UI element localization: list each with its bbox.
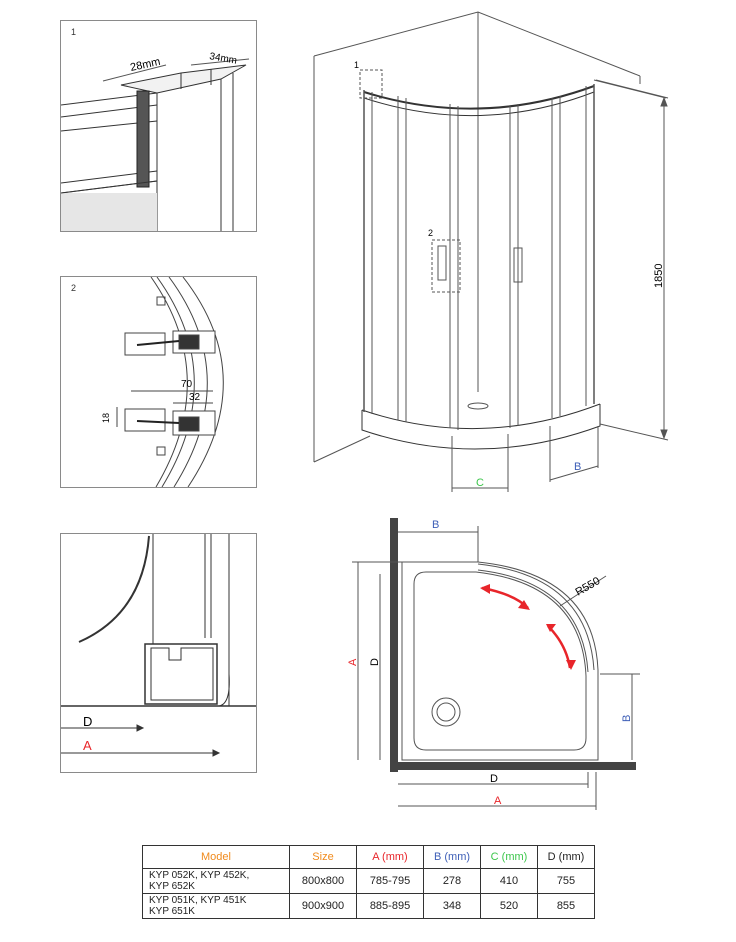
table-row: KYP 052K, KYP 452K,KYP 652K 800x800 785-…: [142, 868, 595, 894]
detail-3-label-a: A: [83, 738, 92, 753]
cell-b: 348: [423, 893, 481, 919]
plan-b-top-label: B: [432, 519, 439, 531]
cell-b: 278: [423, 868, 481, 894]
detail-3-panel: D A: [60, 533, 257, 773]
cell-size: 900x900: [289, 893, 357, 919]
header-a: A (mm): [356, 845, 424, 869]
header-model: Model: [142, 845, 290, 869]
cell-c: 410: [480, 868, 538, 894]
model-line-2: KYP 651K: [149, 906, 195, 917]
cell-size: 800x800: [289, 868, 357, 894]
cell-d: 855: [537, 893, 595, 919]
header-b: B (mm): [423, 845, 481, 869]
plan-radius-label: R550: [574, 575, 603, 599]
model-line-1: KYP 051K, KYP 451K: [149, 895, 247, 906]
detail-2-dim-32: 32: [189, 392, 201, 403]
plan-view-drawing: B R550 A D B D A: [347, 518, 640, 810]
detail-1-dim-width: 28mm: [129, 56, 161, 74]
detail-1-drawing: 28mm 34mm: [61, 51, 250, 231]
height-dimension-label: 1850: [653, 264, 665, 288]
detail-1-dim-depth: 34mm: [208, 51, 237, 67]
plan-a-left-label: A: [347, 658, 359, 666]
callout-2-label: 2: [428, 228, 433, 238]
dimensions-table: Model Size A (mm) B (mm) C (mm) D (mm) K…: [142, 845, 595, 919]
cell-c: 520: [480, 893, 538, 919]
header-c: C (mm): [480, 845, 538, 869]
enclosure-isometric-drawing: 1 2 1850 C B: [313, 11, 669, 492]
plan-d-left-label: D: [369, 658, 381, 666]
detail-2-dim-70: 70: [181, 379, 193, 390]
detail-2-dim-18: 18: [101, 413, 111, 423]
cell-d: 755: [537, 868, 595, 894]
cell-a: 785-795: [356, 868, 424, 894]
callout-1-label: 1: [354, 60, 359, 70]
detail-3-label-d: D: [83, 714, 92, 729]
iso-c-label: C: [476, 477, 484, 489]
detail-3-drawing: D A: [61, 534, 256, 757]
iso-b-label: B: [574, 461, 581, 473]
detail-2-drawing: 70 32 18: [101, 277, 224, 487]
model-line-2: KYP 652K: [149, 881, 195, 892]
detail-1-panel: 1 28mm 34mm: [60, 20, 257, 232]
header-d: D (mm): [537, 845, 595, 869]
plan-d-bottom-label: D: [490, 773, 498, 785]
table-header-row: Model Size A (mm) B (mm) C (mm) D (mm): [142, 845, 595, 869]
cell-a: 885-895: [356, 893, 424, 919]
detail-2-panel: 2 70 32 18: [60, 276, 257, 488]
header-size: Size: [289, 845, 357, 869]
detail-2-number: 2: [71, 283, 77, 293]
plan-b-right-label: B: [621, 715, 633, 722]
plan-a-bottom-label: A: [494, 795, 502, 807]
cell-model: KYP 052K, KYP 452K,KYP 652K: [142, 868, 290, 894]
detail-1-number: 1: [71, 27, 77, 37]
model-line-1: KYP 052K, KYP 452K,: [149, 870, 250, 881]
